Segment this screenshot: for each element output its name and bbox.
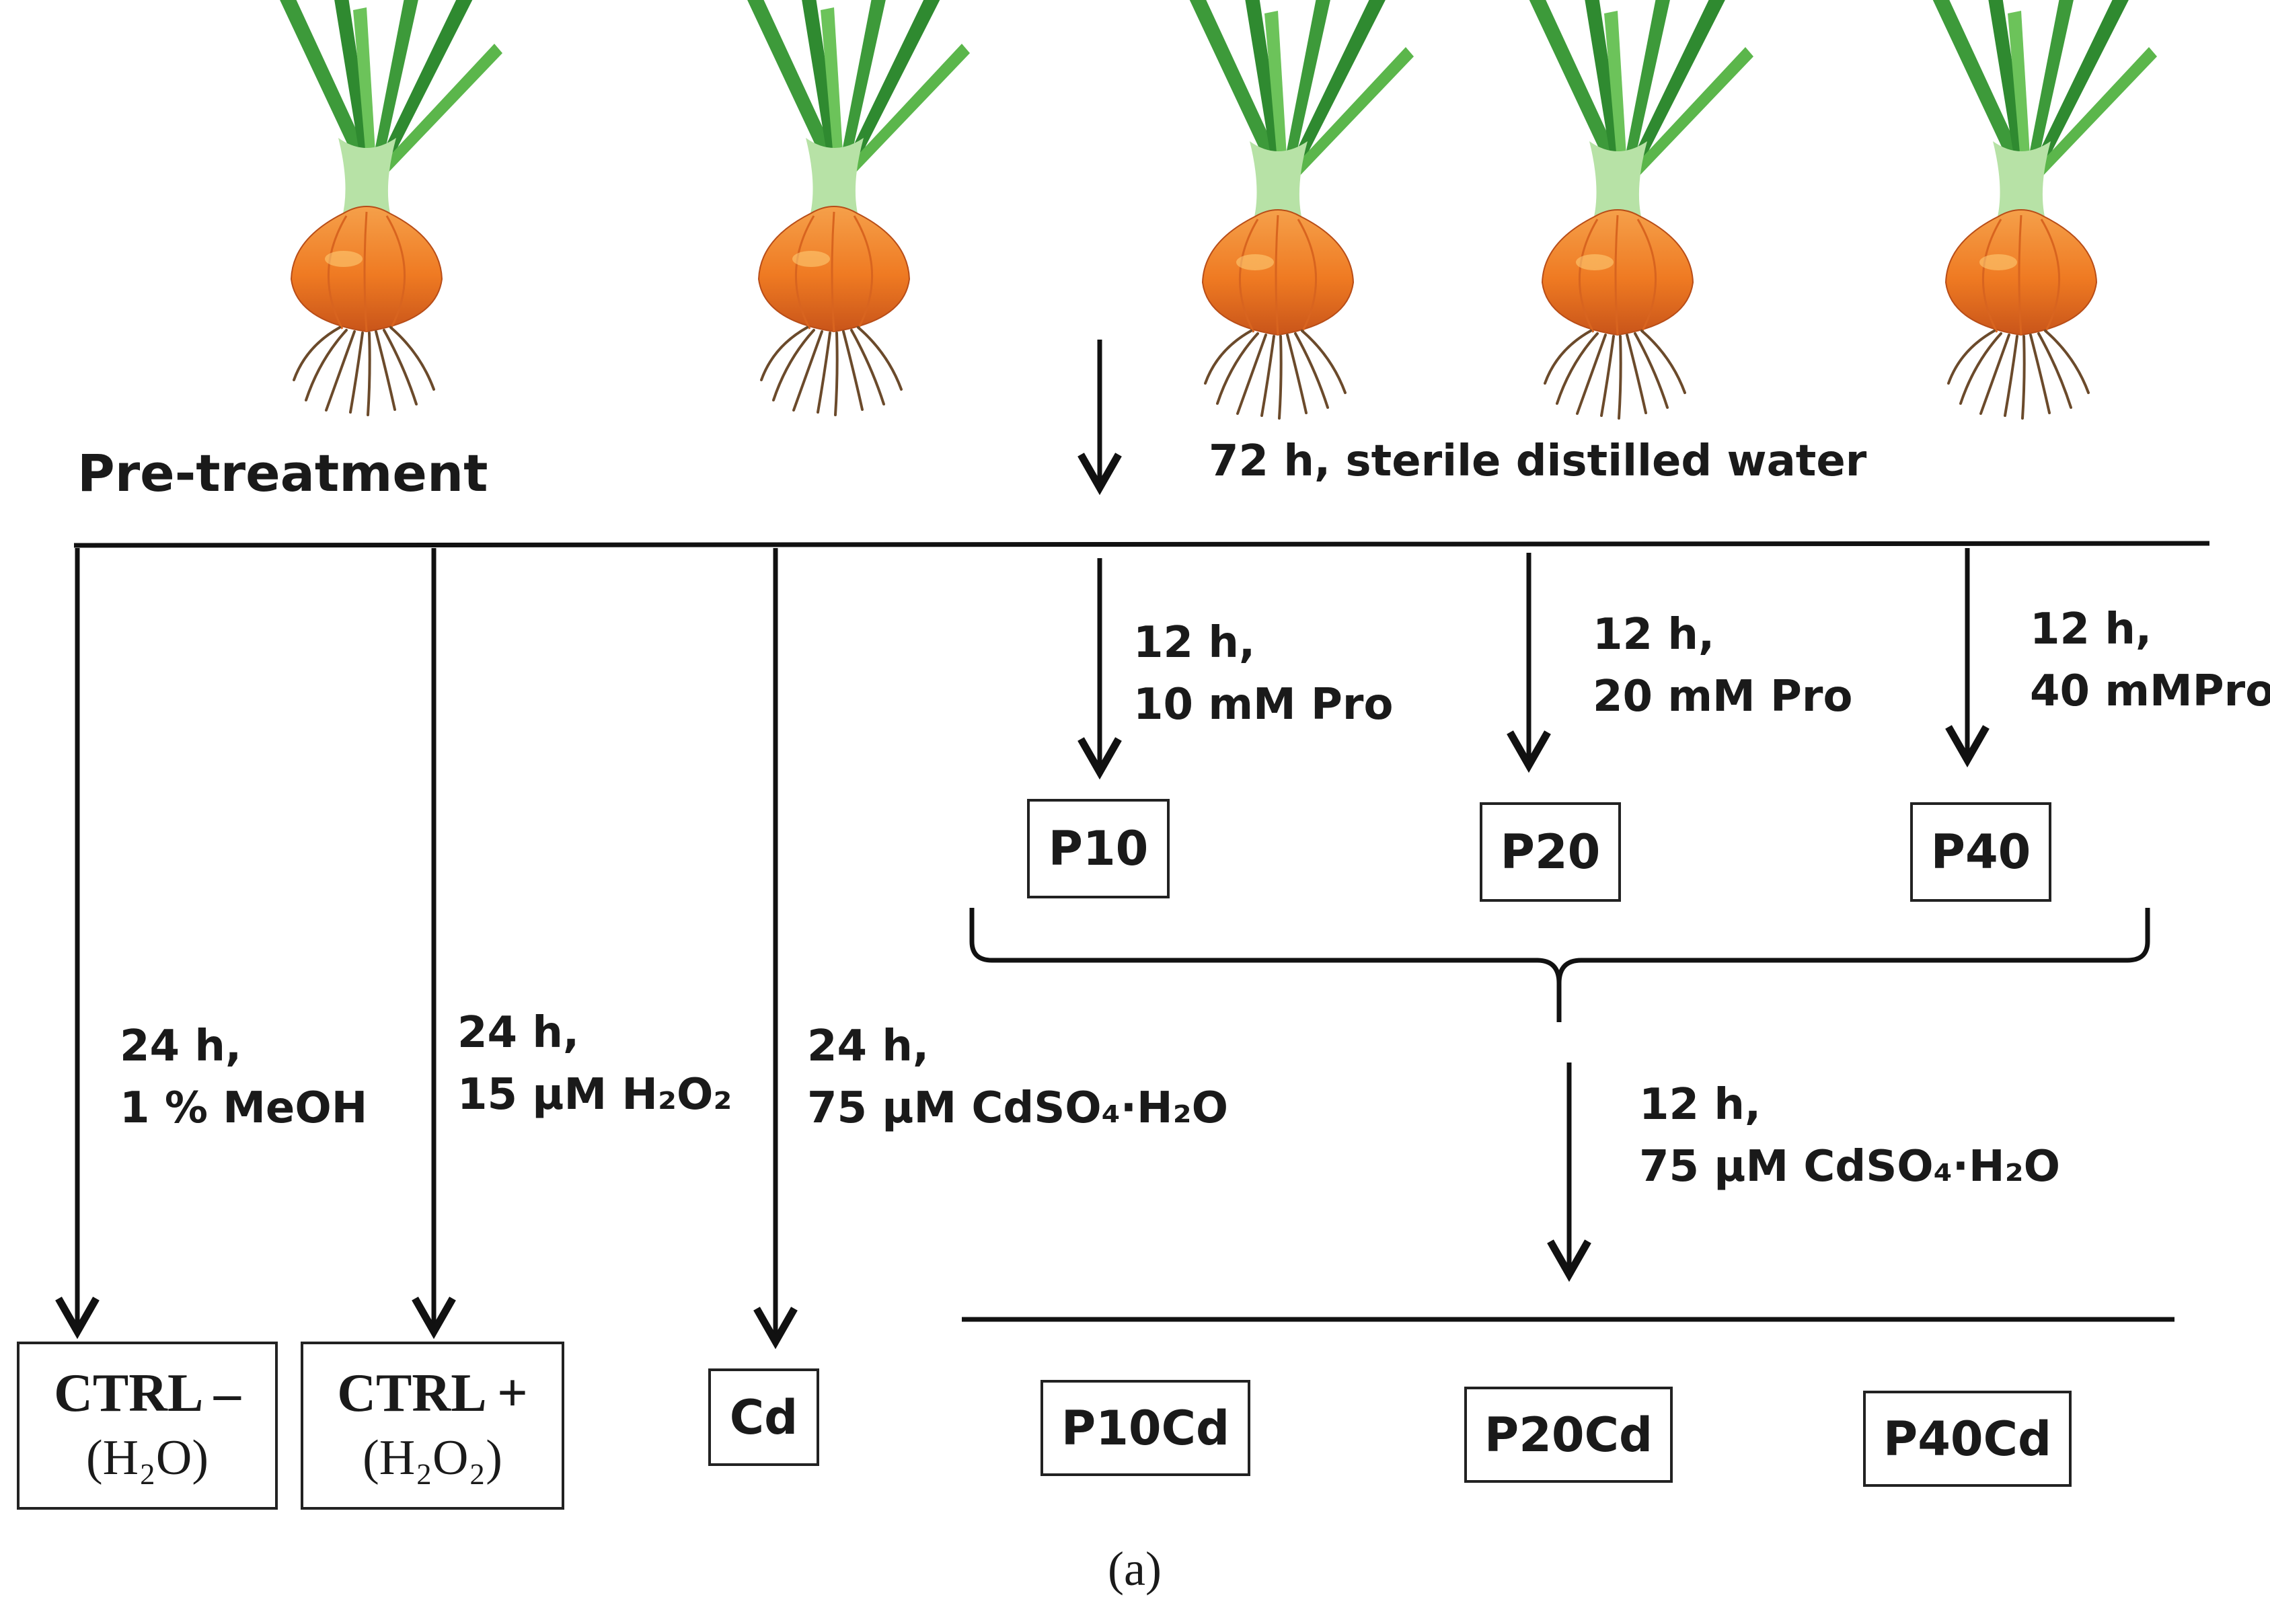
figure-caption: (a) <box>1108 1542 1162 1596</box>
merge-brace <box>969 908 2150 1022</box>
node-ctrl-pos-label: CTRL + <box>337 1364 528 1423</box>
edge-label-cd: 24 h, 75 µM CdSO₄·H₂O <box>807 1015 1228 1139</box>
edge-label-p40-line2: 40 mMPro <box>2030 666 2270 716</box>
edge-label-p20-line1: 12 h, <box>1593 610 1715 660</box>
edge-label-p20: 12 h, 20 mM Pro <box>1593 604 1852 728</box>
onion-icon <box>1176 0 1415 420</box>
edge-label-combined-line2: 75 µM CdSO₄·H₂O <box>1639 1142 2061 1192</box>
edge-label-p10-line1: 12 h, <box>1133 618 1256 668</box>
node-ctrl-neg-sub: (H₂O) <box>86 1430 209 1485</box>
node-ctrl-pos: CTRL + (H₂O₂) <box>301 1342 564 1510</box>
edge-label-p20-line2: 20 mM Pro <box>1593 672 1853 722</box>
node-p20cd: P20Cd <box>1464 1387 1673 1483</box>
edge-label-ctrl-pos-line2: 15 µM H₂O₂ <box>457 1070 732 1120</box>
edge-label-p40-line1: 12 h, <box>2030 605 2152 654</box>
edge-label-combined: 12 h, 75 µM CdSO₄·H₂O <box>1639 1074 2060 1198</box>
edge-label-ctrl-neg-line2: 1 % MeOH <box>120 1083 368 1133</box>
node-p10: P10 <box>1027 799 1170 898</box>
edge-label-initial: 72 h, sterile distilled water <box>1209 436 1867 486</box>
node-p20: P20 <box>1480 802 1621 902</box>
top-trunk-line <box>73 541 2210 548</box>
node-p40cd: P40Cd <box>1863 1391 2072 1487</box>
onion-icon <box>264 0 504 416</box>
node-p40: P40 <box>1910 802 2051 902</box>
edge-label-cd-line2: 75 µM CdSO₄·H₂O <box>807 1083 1229 1133</box>
edge-label-p40: 12 h, 40 mMPro <box>2030 598 2270 722</box>
onion-icon <box>732 0 971 416</box>
edge-label-p10-line2: 10 mM Pro <box>1133 680 1394 730</box>
edge-label-p10: 12 h, 10 mM Pro <box>1133 612 1393 736</box>
edge-label-cd-line1: 24 h, <box>807 1021 930 1071</box>
edge-label-combined-line1: 12 h, <box>1639 1080 1762 1130</box>
node-p10cd: P10Cd <box>1041 1380 1250 1476</box>
edge-label-ctrl-neg-line1: 24 h, <box>120 1021 242 1071</box>
edge-label-ctrl-pos-line1: 24 h, <box>457 1008 580 1058</box>
stage-label: Pre-treatment <box>77 443 488 503</box>
node-ctrl-pos-sub: (H₂O₂) <box>363 1430 502 1485</box>
onion-icon <box>1515 0 1755 420</box>
node-ctrl-neg-label: CTRL – <box>54 1364 241 1423</box>
node-cd: Cd <box>708 1368 819 1466</box>
edge-label-ctrl-neg: 24 h, 1 % MeOH <box>120 1015 367 1139</box>
onion-icon <box>1919 0 2158 420</box>
edge-label-ctrl-pos: 24 h, 15 µM H₂O₂ <box>457 1002 732 1126</box>
node-ctrl-neg: CTRL – (H₂O) <box>17 1342 278 1510</box>
